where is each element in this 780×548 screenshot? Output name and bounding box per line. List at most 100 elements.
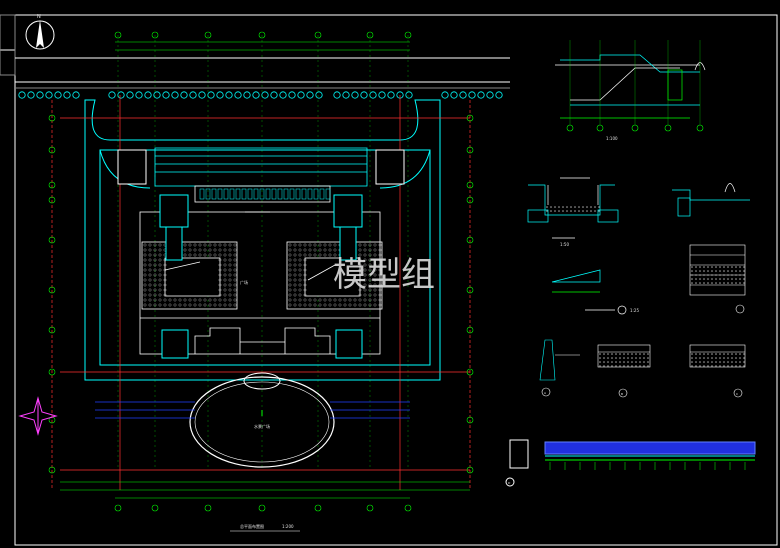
gravel-dot (635, 365, 637, 367)
north-label: N (37, 14, 41, 20)
top-dimension-lines (115, 41, 410, 51)
gravel-dot (699, 365, 701, 367)
gravel-dot (703, 282, 705, 284)
tree-icon (189, 91, 197, 99)
paving-dot (158, 268, 162, 272)
detail-label-c: C (736, 392, 738, 396)
stair-tread (325, 188, 331, 200)
watermark-text: 模型组 (333, 255, 435, 295)
paving-dot (148, 258, 152, 262)
gravel-dot (711, 278, 713, 280)
paving-dot (158, 298, 162, 302)
gravel-dot (735, 357, 737, 359)
tree-icon (252, 91, 260, 99)
paving-dot (378, 273, 382, 277)
gravel-dot (691, 282, 693, 284)
paving-dot (223, 248, 227, 252)
gravel-dot (699, 361, 701, 363)
paving-dot (303, 293, 307, 297)
paving-dot (158, 278, 162, 282)
stair-tread (199, 188, 205, 200)
paving-dot (313, 248, 317, 252)
gravel-dot (631, 361, 633, 363)
paving-dot (143, 283, 147, 287)
paving-dot (148, 283, 152, 287)
paving-dot (148, 278, 152, 282)
gravel-dot (739, 270, 741, 272)
gravel-dot (743, 353, 745, 355)
stair-tread (283, 188, 289, 200)
paving-dot (158, 283, 162, 287)
axis-bubble (48, 196, 56, 204)
paving-dot (153, 243, 157, 247)
paving-dot (288, 303, 292, 307)
gravel-dot (703, 361, 705, 363)
gravel-dot (566, 210, 568, 212)
gravel-dot (643, 365, 645, 367)
gravel-dot (739, 353, 741, 355)
gravel-dot (703, 357, 705, 359)
paving-dot (373, 273, 377, 277)
gravel-dot (715, 278, 717, 280)
paving-dot (358, 293, 362, 297)
paving-dot (158, 248, 162, 252)
detail-scale-2: 1:25 (630, 308, 639, 313)
gravel-dot (739, 361, 741, 363)
tree-icon (261, 91, 269, 99)
stair-tread (217, 188, 223, 200)
gravel-dot (603, 357, 605, 359)
stair-tread (223, 188, 229, 200)
gravel-dot (723, 361, 725, 363)
paving-dot (158, 263, 162, 267)
gravel-dot (723, 365, 725, 367)
section-detail (555, 54, 706, 119)
paving-dot (193, 303, 197, 307)
gravel-dot (707, 365, 709, 367)
paving-dot (298, 268, 302, 272)
paving-dot (148, 248, 152, 252)
axis-bubble (48, 326, 56, 334)
paving-dot (158, 288, 162, 292)
paving-dot (223, 283, 227, 287)
gravel-dot (727, 365, 729, 367)
gravel-dot (639, 357, 641, 359)
tree-icon (459, 91, 467, 99)
axis-bubble (48, 286, 56, 294)
paving-dot (288, 253, 292, 257)
paving-dot (233, 288, 237, 292)
tree-icon (216, 91, 224, 99)
paving-dot (228, 278, 232, 282)
paving-dot (228, 243, 232, 247)
gravel-dot (735, 270, 737, 272)
gravel-dot (743, 361, 745, 363)
tree-icon (117, 91, 125, 99)
gravel-dot (719, 365, 721, 367)
paving-dot (293, 283, 297, 287)
paving-dot (228, 253, 232, 257)
paving-dot (183, 303, 187, 307)
stair-tread (289, 188, 295, 200)
paving-dot (158, 273, 162, 277)
axis-bubble (466, 286, 474, 294)
paving-dot (368, 268, 372, 272)
paving-dot (218, 263, 222, 267)
stair-tread (265, 188, 271, 200)
tree-icon (477, 91, 485, 99)
axis-bubble (48, 236, 56, 244)
paving-dot (198, 243, 202, 247)
gravel-dot (711, 357, 713, 359)
paving-dot (308, 248, 312, 252)
stair-hatch (199, 188, 331, 200)
paving-dot (378, 253, 382, 257)
gravel-dot (719, 278, 721, 280)
gravel-dot (695, 278, 697, 280)
paving-dot (373, 298, 377, 302)
paving-dot (308, 243, 312, 247)
paving-dot (323, 303, 327, 307)
axis-bubble (48, 114, 56, 122)
paving-dot (368, 258, 372, 262)
paving-dot (148, 243, 152, 247)
paving-dot (213, 248, 217, 252)
paving-dot (378, 248, 382, 252)
paving-dot (353, 298, 357, 302)
